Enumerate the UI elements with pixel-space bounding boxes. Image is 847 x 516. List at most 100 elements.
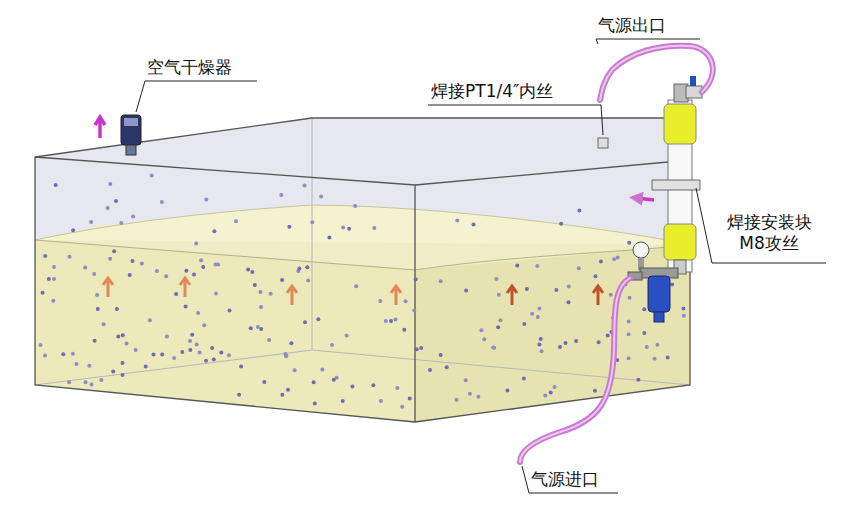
bubble (310, 220, 314, 224)
bubble (515, 264, 519, 268)
bubble (93, 339, 97, 343)
part-label: 焊接安装块 M8攻丝 (712, 212, 826, 255)
bubble (114, 199, 118, 203)
air-dryer (95, 115, 141, 155)
bubble (52, 265, 56, 269)
bubble (645, 345, 649, 349)
bubble (498, 318, 502, 322)
bubble (150, 173, 154, 177)
bubble (188, 348, 192, 352)
bubble (144, 365, 148, 369)
bubble (549, 390, 553, 394)
bubble (404, 299, 408, 303)
bubble (259, 305, 263, 309)
part-label: 气源出口 (598, 15, 666, 36)
bubble (394, 318, 398, 322)
bubble (653, 357, 657, 361)
bubble (253, 283, 257, 287)
bubble (476, 395, 480, 399)
bubble (559, 222, 563, 226)
bubble (594, 274, 598, 278)
bubble (305, 265, 309, 269)
bubble (262, 380, 266, 384)
bubble (597, 340, 601, 344)
bubble (666, 356, 670, 360)
bubble (505, 389, 509, 393)
outlet-hose (600, 46, 713, 100)
bubble (530, 312, 534, 316)
bubble (259, 327, 263, 331)
bubble (628, 296, 632, 300)
bubble (279, 193, 283, 197)
bubble (567, 284, 571, 288)
bubble (537, 307, 541, 311)
air-bubbles (39, 173, 686, 409)
part-label: 空气干燥器 (147, 57, 232, 78)
bubble (612, 257, 616, 261)
bubble (564, 341, 568, 345)
bubble (125, 342, 129, 346)
bubble (212, 358, 216, 362)
bubble (287, 225, 291, 229)
bubble (412, 309, 416, 313)
bubble (256, 325, 260, 329)
bubble (642, 331, 646, 335)
bubble (402, 328, 406, 332)
bubble (47, 277, 51, 281)
bubble (464, 289, 468, 293)
bubble (280, 393, 284, 397)
bubble (172, 356, 176, 360)
bubble (201, 265, 205, 269)
bubble (102, 322, 106, 326)
bubble (152, 352, 156, 356)
bubble (378, 299, 382, 303)
bubble (160, 353, 164, 357)
bubble (128, 273, 132, 277)
part-label: 气源进口 (531, 469, 599, 490)
bubble (341, 226, 345, 230)
bubble (202, 323, 206, 327)
bubble (492, 346, 496, 350)
bubble (395, 386, 399, 390)
bubble (237, 393, 241, 397)
bubble (414, 277, 418, 281)
bubble (415, 347, 419, 351)
bubble (408, 397, 412, 401)
bubble (51, 299, 55, 303)
bubble (303, 184, 307, 188)
bubble (609, 293, 613, 297)
bubble (111, 370, 115, 374)
bubble (439, 353, 443, 357)
bubble (464, 378, 468, 382)
bubble (535, 264, 539, 268)
bubble (497, 293, 501, 297)
bubble (227, 353, 231, 357)
liquid-side (415, 245, 690, 422)
bubble (293, 368, 297, 372)
liquid-surface (35, 205, 690, 245)
bubble (131, 259, 135, 263)
bubble (115, 307, 119, 311)
bubble (108, 257, 112, 261)
bubble (192, 273, 196, 277)
bubble (400, 405, 404, 409)
bubble (312, 380, 316, 384)
bubble (354, 284, 358, 288)
bubble (455, 398, 459, 402)
bubble (269, 292, 273, 296)
bubble (347, 227, 351, 231)
bubble (196, 311, 200, 315)
bubble (214, 263, 218, 267)
bubble (234, 219, 238, 223)
bubble (313, 402, 317, 406)
bubble (250, 270, 254, 274)
rise-arrow (103, 278, 603, 305)
bubble (131, 214, 135, 218)
bubble (280, 278, 284, 282)
bubble (258, 290, 262, 294)
bubble (195, 342, 199, 346)
bubble (599, 259, 603, 263)
bubble (341, 399, 345, 403)
bubble (204, 359, 208, 363)
